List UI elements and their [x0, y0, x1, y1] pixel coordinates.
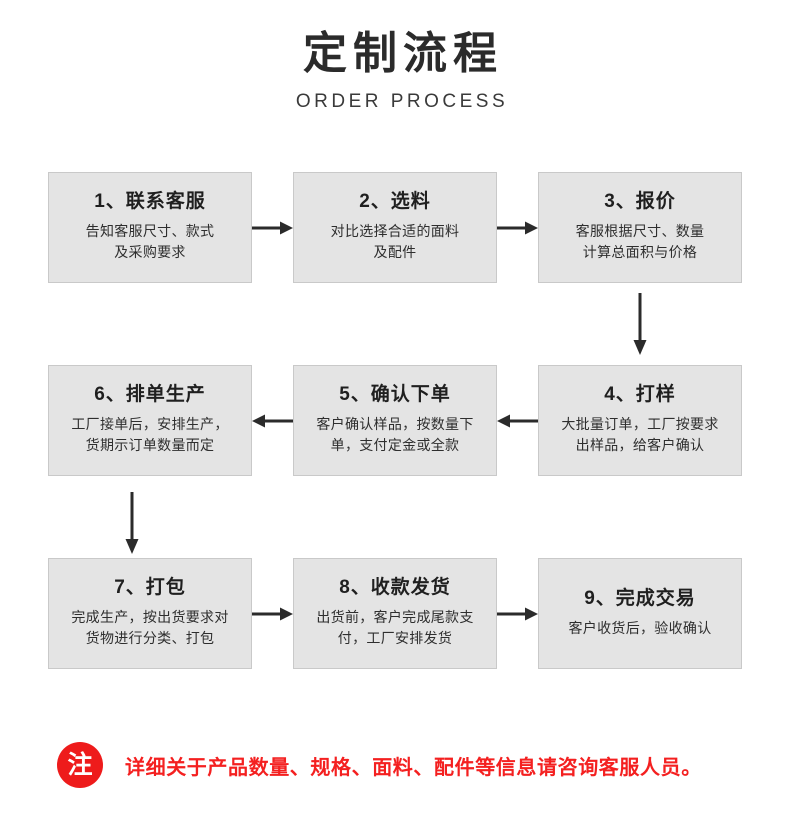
- page-subtitle: ORDER PROCESS: [295, 91, 509, 112]
- note-text: 详细关于产品数量、规格、面料、配件等信息请咨询客服人员。: [125, 756, 702, 779]
- flow-step-description: 完成生产，按出货要求对 货物进行分类、打包: [71, 608, 229, 647]
- flow-step-6[interactable]: 6、排单生产 工厂接单后，安排生产， 货期示订单数量而定: [48, 365, 252, 476]
- note-badge-icon: 注: [57, 742, 103, 788]
- flow-step-title: 9、完成交易: [584, 587, 696, 609]
- flow-step-5[interactable]: 5、确认下单 客户确认样品，按数量下 单，支付定金或全款: [293, 365, 497, 476]
- flow-step-description: 对比选择合适的面料 及配件: [330, 222, 460, 261]
- flow-step-title: 2、选料: [359, 190, 431, 212]
- flow-step-description: 工厂接单后，安排生产， 货期示订单数量而定: [71, 415, 229, 454]
- flow-step-description: 客户收货后，验收确认: [568, 619, 712, 636]
- connector-row-2-to-3: [0, 478, 800, 558]
- flow-step-8[interactable]: 8、收款发货 出货前，客户完成尾款支 付，工厂安排发货: [293, 558, 497, 669]
- flow-step-title: 7、打包: [114, 576, 186, 598]
- flow-step-9[interactable]: 9、完成交易 客户收货后，验收确认: [538, 558, 742, 669]
- page-title: 定制流程: [303, 29, 503, 78]
- page-header: 定制流程 ORDER PROCESS: [0, 0, 800, 113]
- flow-row-2: 6、排单生产 工厂接单后，安排生产， 货期示订单数量而定 5、确认下单 客户确认…: [0, 365, 800, 478]
- arrow-left-icon: [252, 413, 293, 429]
- flow-step-4[interactable]: 4、打样 大批量订单，工厂按要求 出样品，给客户确认: [538, 365, 742, 476]
- connector-row-1-to-2: [0, 285, 800, 365]
- flow-step-description: 客户确认样品，按数量下 单，支付定金或全款: [316, 415, 474, 454]
- flow-step-title: 5、确认下单: [339, 383, 451, 405]
- flow-row-3: 7、打包 完成生产，按出货要求对 货物进行分类、打包 8、收款发货 出货前，客户…: [0, 558, 800, 671]
- flow-step-title: 4、打样: [604, 383, 676, 405]
- arrow-right-icon: [252, 606, 293, 622]
- footer-note: 注 详细关于产品数量、规格、面料、配件等信息请咨询客服人员。: [0, 742, 800, 788]
- flow-row-1: 1、联系客服 告知客服尺寸、款式 及采购要求 2、选料 对比选择合适的面料 及配…: [0, 172, 800, 285]
- flow-step-2[interactable]: 2、选料 对比选择合适的面料 及配件: [293, 172, 497, 283]
- flow-step-7[interactable]: 7、打包 完成生产，按出货要求对 货物进行分类、打包: [48, 558, 252, 669]
- flow-step-description: 告知客服尺寸、款式 及采购要求: [85, 222, 215, 261]
- flow-step-title: 8、收款发货: [339, 576, 451, 598]
- flow-step-3[interactable]: 3、报价 客服根据尺寸、数量 计算总面积与价格: [538, 172, 742, 283]
- arrow-right-icon: [252, 220, 293, 236]
- arrow-down-icon: [124, 492, 140, 554]
- process-flowchart: 1、联系客服 告知客服尺寸、款式 及采购要求 2、选料 对比选择合适的面料 及配…: [0, 172, 800, 671]
- arrow-left-icon: [497, 413, 538, 429]
- flow-step-description: 客服根据尺寸、数量 计算总面积与价格: [575, 222, 705, 261]
- arrow-right-icon: [497, 606, 538, 622]
- flow-step-1[interactable]: 1、联系客服 告知客服尺寸、款式 及采购要求: [48, 172, 252, 283]
- flow-step-title: 6、排单生产: [94, 383, 206, 405]
- flow-step-title: 1、联系客服: [94, 190, 206, 212]
- flow-step-description: 出货前，客户完成尾款支 付，工厂安排发货: [316, 608, 474, 647]
- flow-step-description: 大批量订单，工厂按要求 出样品，给客户确认: [561, 415, 719, 454]
- arrow-right-icon: [497, 220, 538, 236]
- arrow-down-icon: [632, 293, 648, 355]
- flow-step-title: 3、报价: [604, 190, 676, 212]
